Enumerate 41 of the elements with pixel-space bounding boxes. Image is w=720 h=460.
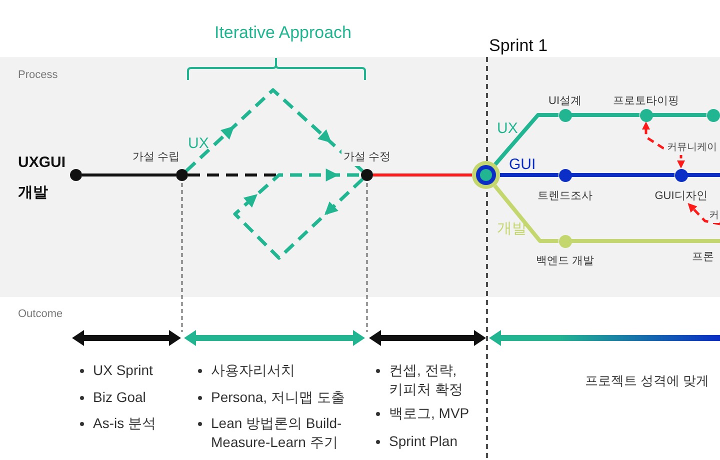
list-item: UX Sprint: [93, 361, 153, 380]
station-label: 트렌드조사: [538, 189, 592, 204]
list-item: Sprint Plan: [389, 432, 458, 451]
route-line: [572, 173, 674, 177]
process-band: [0, 57, 720, 297]
list-item: Lean 방법론의 Build-Measure-Learn 주기: [211, 414, 343, 452]
route-line: [572, 113, 640, 117]
station-label: 백엔드 개발: [536, 254, 594, 269]
connector-line: [373, 174, 472, 176]
edge-label: UX: [497, 119, 518, 139]
list-item: Persona, 저니맵 도출: [211, 388, 345, 407]
route-line: [493, 184, 558, 243]
connector-line: [188, 174, 276, 176]
edge-label: 개발: [497, 219, 527, 239]
list-item: 사용자리서치: [211, 361, 295, 380]
sprint-heading: Sprint 1: [489, 35, 548, 57]
station-label: UI설계: [548, 94, 582, 109]
group-heading: Iterative Approach: [214, 22, 352, 44]
row-title: UXGUI 개발: [18, 153, 67, 203]
station-label: GUI디자인: [654, 189, 708, 203]
connector-line: [82, 174, 176, 176]
route-line: [494, 113, 558, 166]
station-label: 프로토타이핑: [613, 94, 679, 109]
route-line: [572, 239, 720, 243]
list-item: 백로그, MVP: [389, 404, 470, 423]
list-item: Biz Goal: [93, 388, 146, 407]
edge-label: 커: [709, 208, 719, 223]
milestone-label: 가설 수립: [132, 150, 180, 165]
edge-label: UX: [188, 134, 209, 154]
section-label: Outcome: [18, 307, 63, 322]
edge-label: GUI: [509, 155, 536, 175]
station-label: 프론: [692, 250, 714, 265]
route-line: [688, 173, 720, 177]
junction-circle: [472, 161, 500, 189]
list-item: 컨셉, 전략, 키피처 확정: [389, 361, 464, 399]
route-line: [500, 173, 558, 177]
edge-label: 커뮤니케이: [667, 140, 717, 155]
list-item: As-is 분석: [93, 414, 156, 433]
route-line: [652, 113, 706, 117]
section-label: Process: [18, 68, 58, 83]
note-text: 프로젝트 성격에 맞게: [585, 372, 710, 390]
